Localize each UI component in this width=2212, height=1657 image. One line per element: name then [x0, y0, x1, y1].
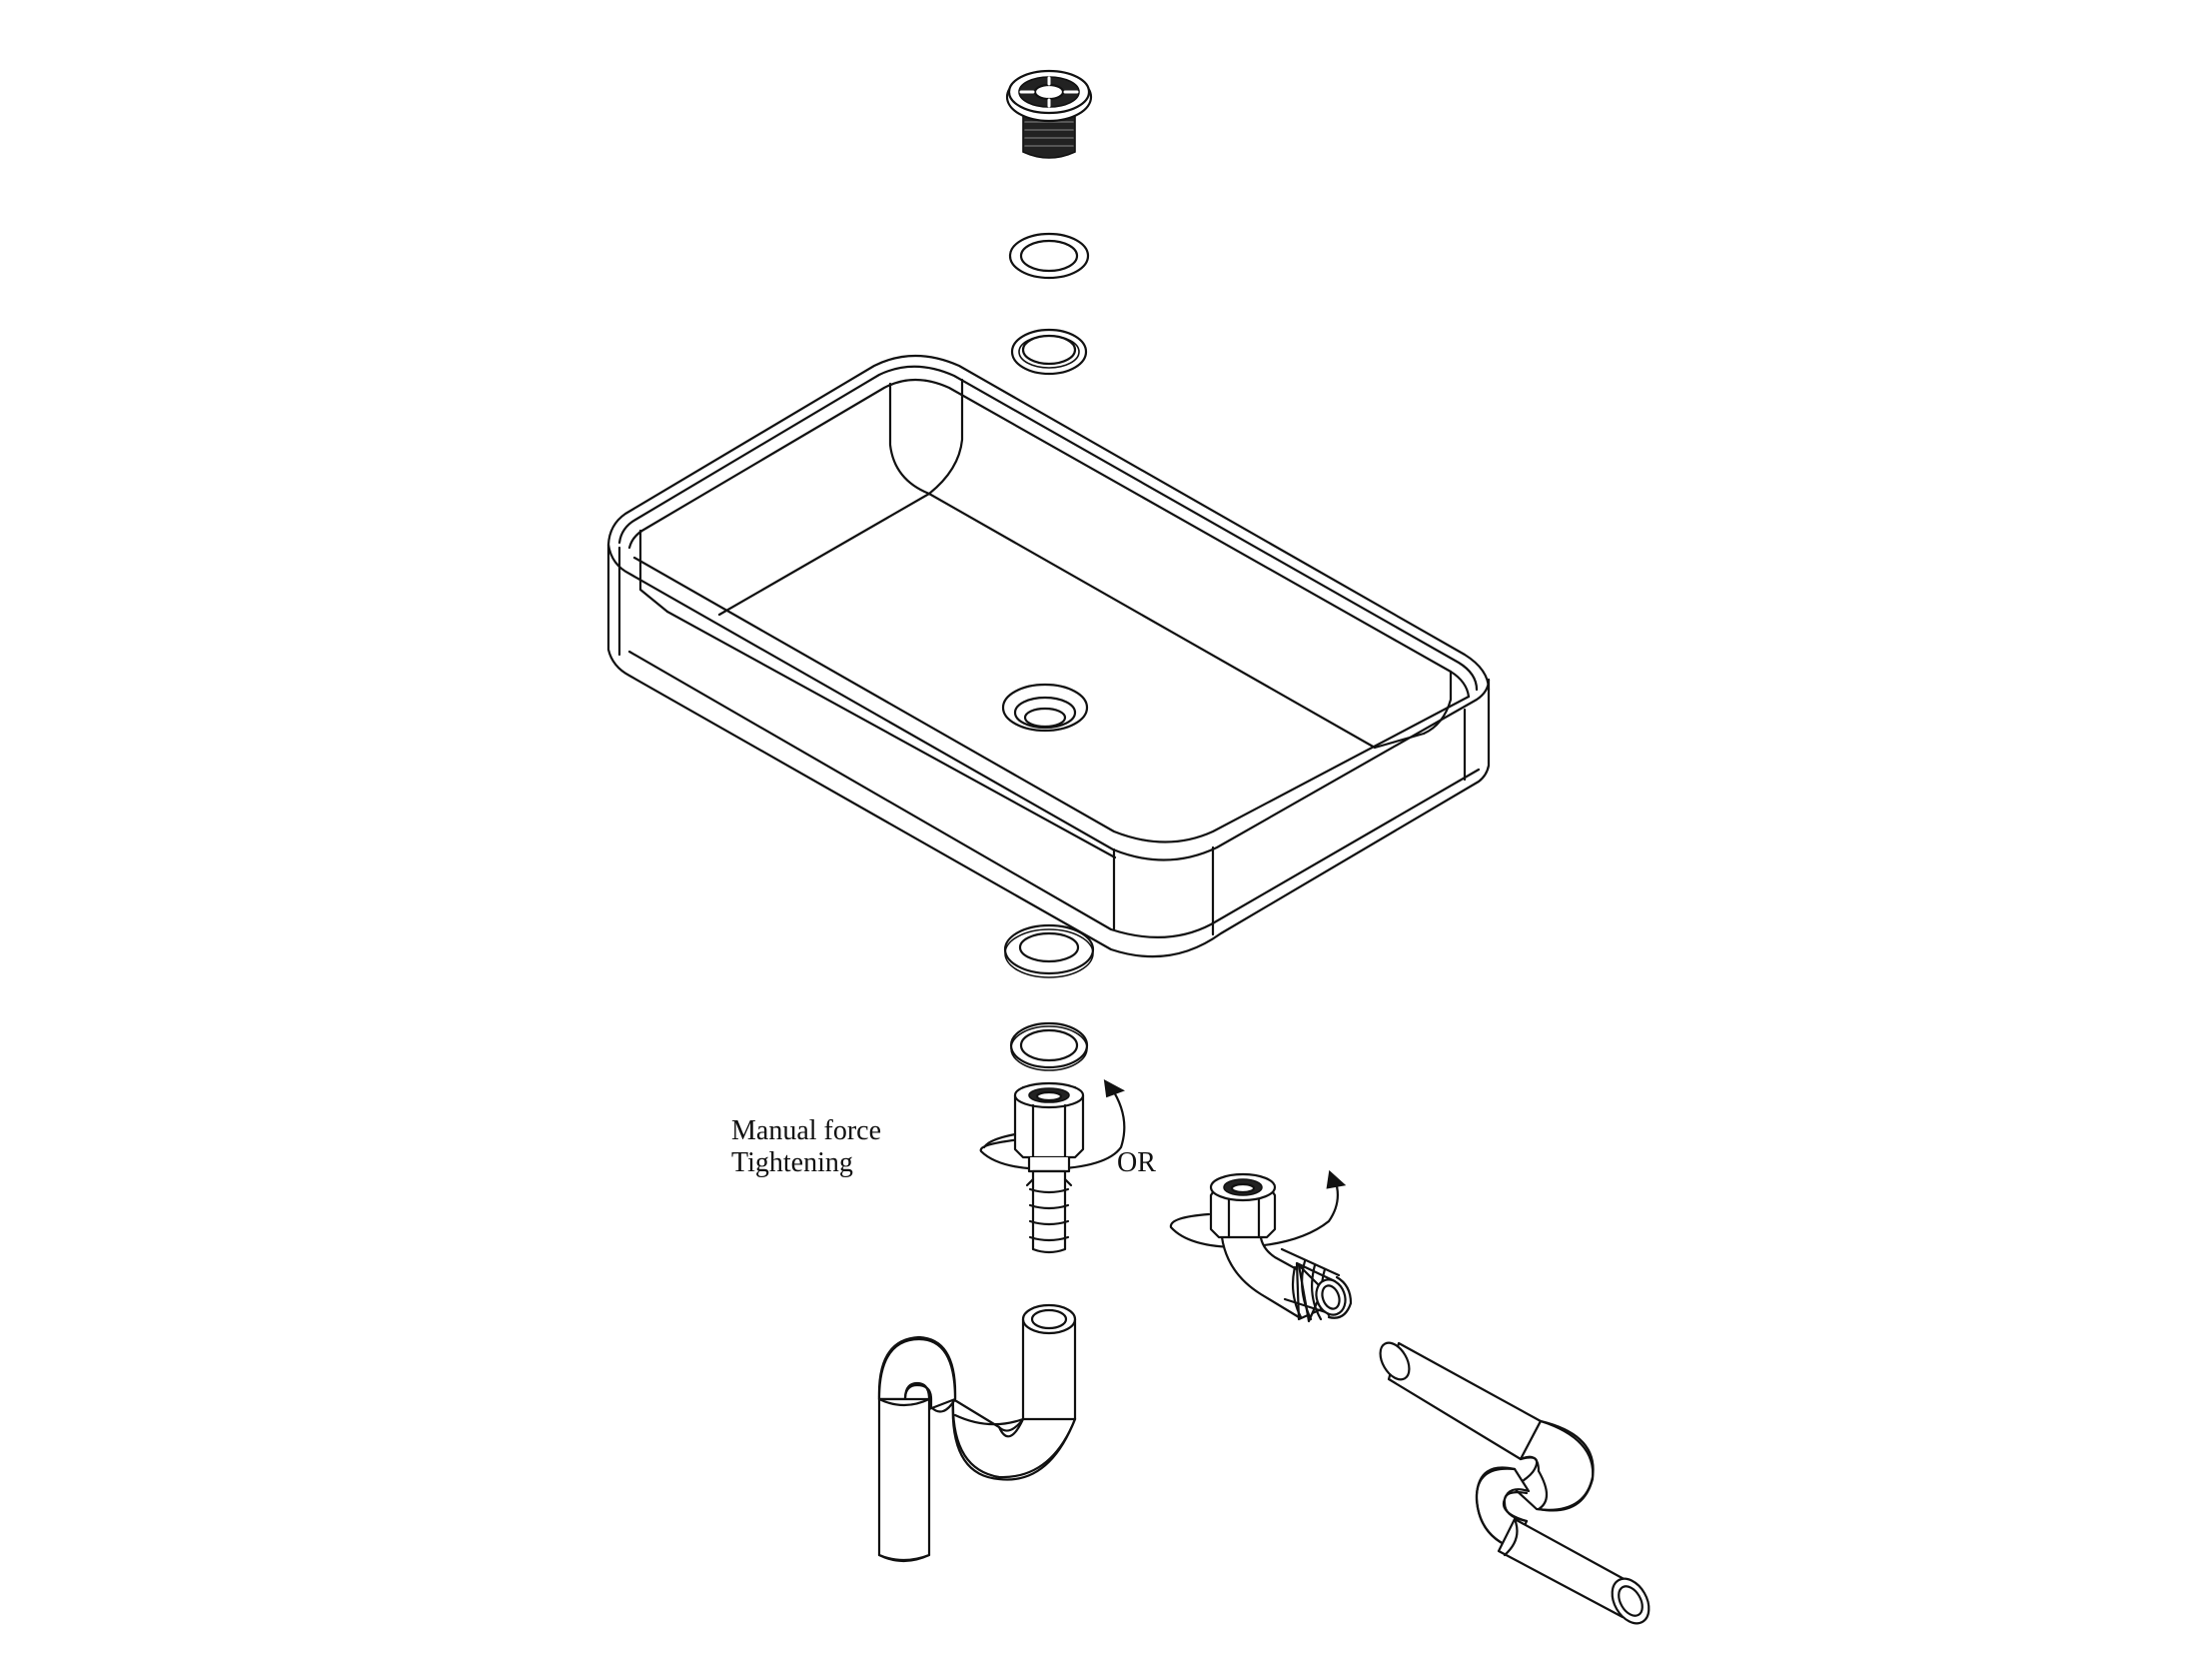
- upper-washer-2: [1010, 328, 1088, 376]
- upper-washer-1: [1008, 232, 1090, 280]
- angled-tailpiece: [1169, 1169, 1353, 1323]
- drain-plug: [1005, 69, 1093, 159]
- manual-force-label: Manual force Tightening: [731, 1115, 881, 1179]
- s-trap-pipe: [877, 1303, 1077, 1563]
- lower-washer-1: [1003, 923, 1095, 978]
- straight-tailpiece: [979, 1078, 1126, 1254]
- manual-force-line2: Tightening: [731, 1147, 853, 1178]
- lower-washer-2: [1009, 1021, 1089, 1071]
- or-label: OR: [1117, 1147, 1156, 1178]
- horizontal-trap-pipe: [1379, 1341, 1651, 1625]
- vessel-basin: [606, 354, 1491, 958]
- manual-force-line1: Manual force: [731, 1115, 882, 1146]
